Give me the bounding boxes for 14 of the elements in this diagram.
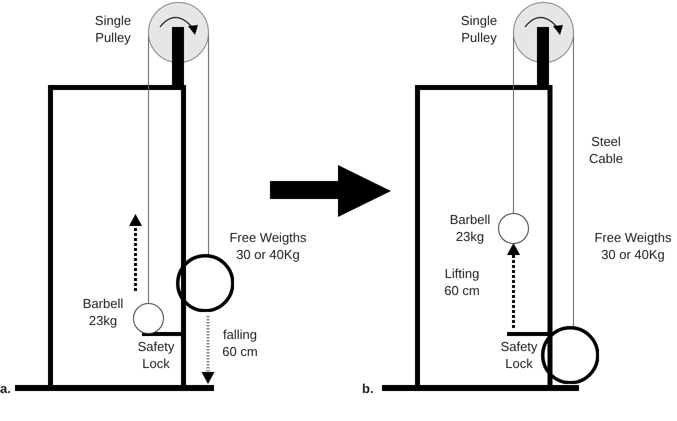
cable-label: Steel Cable bbox=[588, 133, 624, 167]
pulley-label: Single Pulley bbox=[460, 12, 498, 46]
weight-plate bbox=[540, 326, 600, 384]
panel-label: a. bbox=[0, 380, 11, 397]
motion-label: falling 60 cm bbox=[221, 326, 259, 360]
pulley-label: Single Pulley bbox=[94, 12, 132, 46]
barbell-label: Barbell 23kg bbox=[448, 211, 492, 245]
lock-label: Safety Lock bbox=[136, 338, 176, 372]
lock-label: Safety Lock bbox=[500, 338, 538, 372]
barbell-label: Barbell 23kg bbox=[82, 295, 124, 329]
weight-label: Free Weigths 30 or 40Kg bbox=[593, 229, 673, 263]
motion-label: Lifting 60 cm bbox=[443, 265, 481, 299]
weight-label: Free Weigths 30 or 40Kg bbox=[228, 229, 308, 263]
panel-label: b. bbox=[362, 380, 374, 397]
